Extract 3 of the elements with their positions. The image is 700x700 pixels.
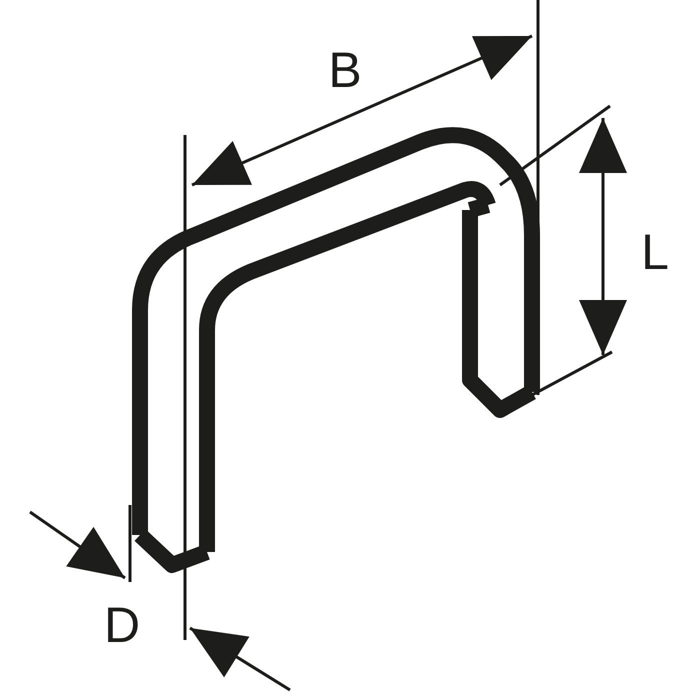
dimension-label: B <box>328 45 362 95</box>
dimension-label: D <box>104 600 140 650</box>
dimension-label: L <box>641 227 669 277</box>
